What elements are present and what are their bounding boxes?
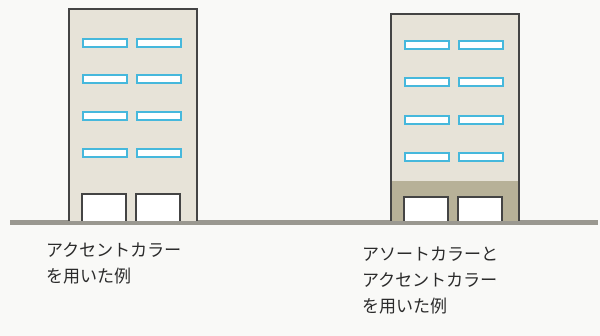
window [404,115,450,125]
building-assort-and-accent [390,13,520,221]
window [82,148,128,158]
window [82,38,128,48]
caption-left: アクセントカラー を用いた例 [46,238,181,290]
caption-line: を用いた例 [362,297,447,317]
window [136,74,182,84]
window [458,40,504,50]
caption-line: アクセントカラー [362,271,498,291]
window [404,77,450,87]
window [136,111,182,121]
caption-line: を用いた例 [46,267,131,287]
ground-line [10,220,598,225]
caption-right: アソートカラーと アクセントカラー を用いた例 [362,242,498,320]
building-accent-only [68,8,198,221]
window [458,77,504,87]
window [458,152,504,162]
window [82,74,128,84]
window [458,115,504,125]
window [82,111,128,121]
door [403,196,449,221]
door [81,193,127,221]
window [136,38,182,48]
door [457,196,503,221]
window [404,40,450,50]
caption-line: アソートカラーと [362,245,498,265]
window [404,152,450,162]
caption-line: アクセントカラー [46,241,182,261]
window [136,148,182,158]
door [135,193,181,221]
